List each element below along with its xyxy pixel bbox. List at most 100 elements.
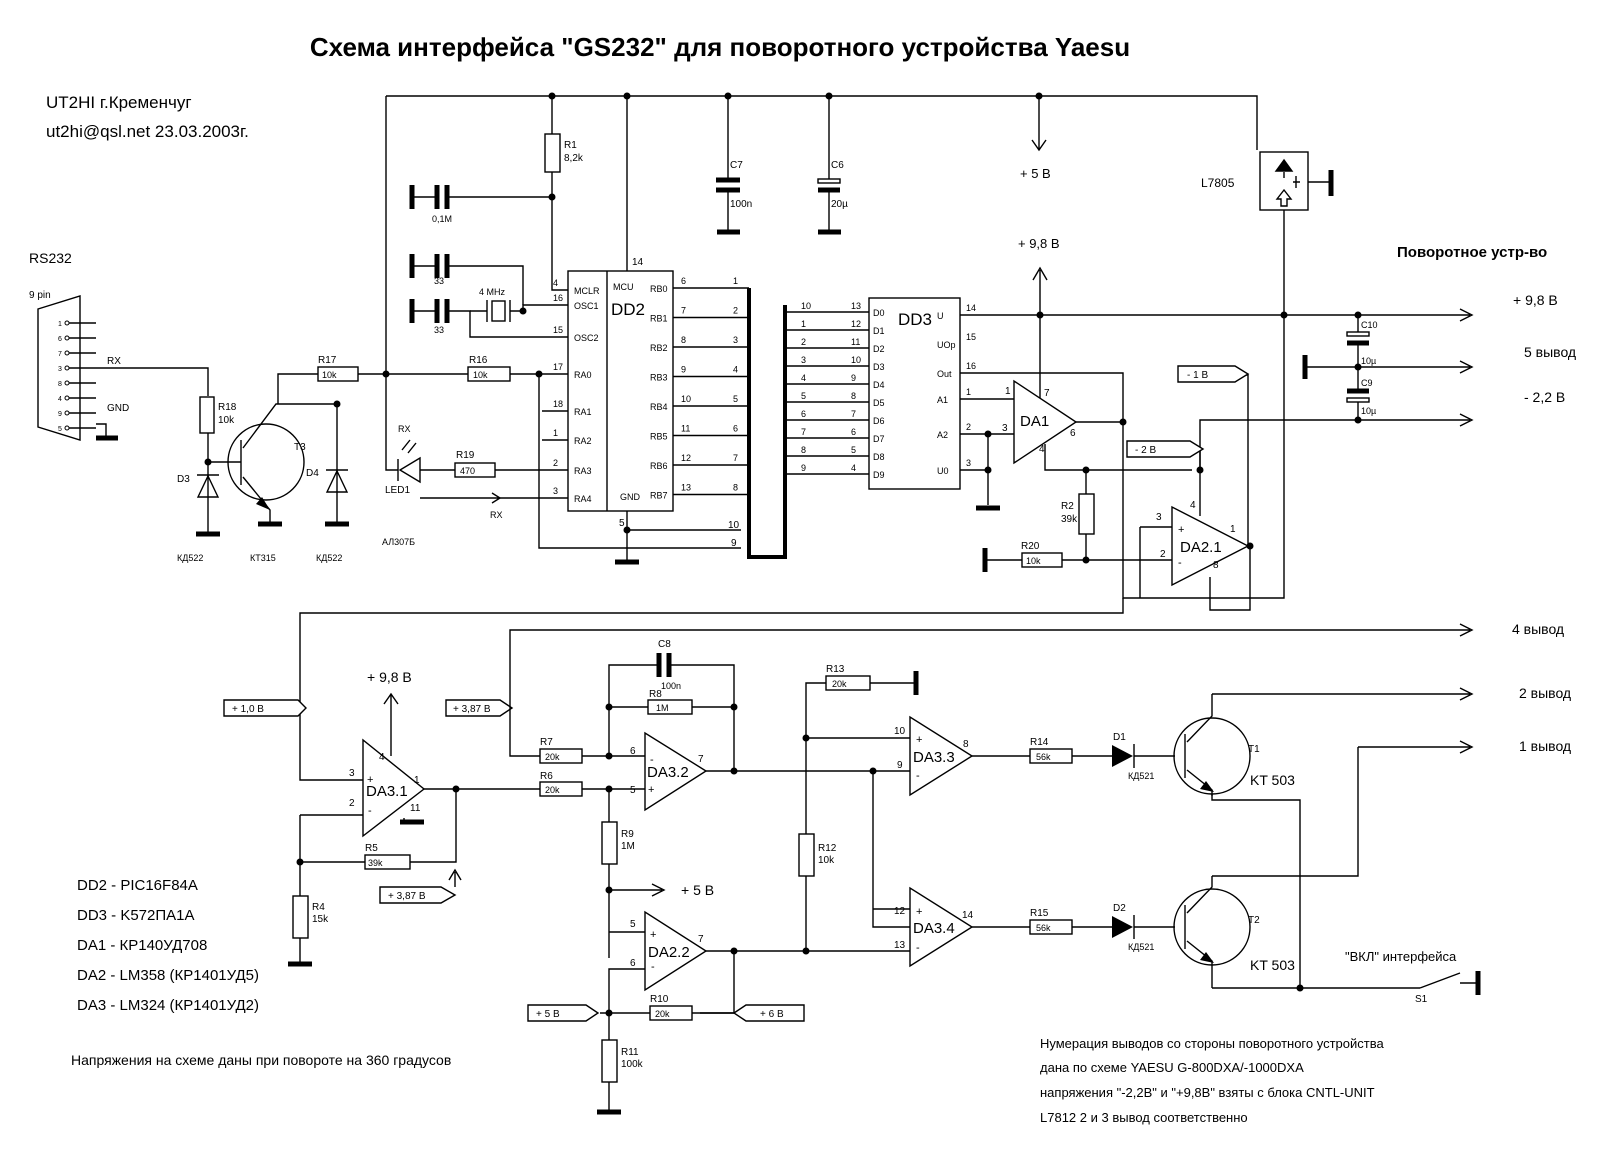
dd3-pin-name: D3 (873, 362, 885, 372)
svg-text:12: 12 (894, 906, 906, 917)
svg-text:DA3.2: DA3.2 (647, 764, 689, 781)
legend-item: DD2 - PIC16F84A (77, 877, 198, 894)
svg-text:D2: D2 (1113, 903, 1126, 914)
dd3-pin-number: 13 (851, 301, 861, 311)
dd3-pin-number: 14 (966, 303, 976, 313)
svg-text:R12: R12 (818, 843, 837, 854)
dd3-pin-number: 16 (966, 361, 976, 371)
dd3-pin-number: 8 (851, 391, 856, 401)
svg-text:14: 14 (962, 910, 974, 921)
legend-item: DD3 - K572ПА1А (77, 907, 195, 924)
dd3-pin-name: D9 (873, 470, 885, 480)
dd2-pin-name: MCLR (574, 286, 600, 296)
dd2-pin-number: 10 (681, 394, 691, 404)
svg-text:+ 5 В: + 5 В (681, 882, 714, 898)
bus-line-number: 2 (801, 337, 806, 347)
svg-text:- 1 В: - 1 В (1187, 370, 1208, 381)
svg-text:-: - (368, 805, 372, 817)
svg-text:+: + (648, 784, 654, 796)
svg-text:0,1M: 0,1M (432, 214, 452, 224)
dd2-pin-number: 4 (553, 278, 558, 288)
svg-text:RX: RX (490, 510, 503, 520)
svg-text:2: 2 (349, 798, 355, 809)
bus-line-number: 4 (733, 365, 738, 375)
svg-text:7: 7 (1044, 388, 1050, 399)
svg-text:- 2,2 В: - 2,2 В (1524, 389, 1565, 405)
svg-text:8: 8 (963, 739, 969, 750)
svg-text:- 2 В: - 2 В (1135, 445, 1156, 456)
dd2-pin-number: 8 (681, 335, 686, 345)
dd2-pin-name: RA0 (574, 370, 592, 380)
connector-pin-number: 9 (58, 411, 62, 418)
bus-line-number: 5 (733, 394, 738, 404)
svg-text:КТ315: КТ315 (250, 553, 276, 563)
svg-text:KT 503: KT 503 (1250, 772, 1295, 788)
da22-opamp (644, 910, 708, 992)
svg-text:1: 1 (414, 775, 420, 786)
svg-text:470: 470 (460, 466, 475, 476)
bus-line-number: 8 (733, 483, 738, 493)
svg-text:+: + (1178, 524, 1184, 536)
dd2-pin-name: RB7 (650, 491, 668, 501)
connector-pin-number: 4 (58, 396, 62, 403)
svg-text:R20: R20 (1021, 541, 1040, 552)
dd3-pin-name: D2 (873, 344, 885, 354)
dd3-pin-number: 5 (851, 445, 856, 455)
svg-text:13: 13 (894, 940, 906, 951)
svg-text:LED1: LED1 (385, 485, 410, 496)
dd3-pin-number: 3 (966, 458, 971, 468)
dd3-pin-number: 12 (851, 319, 861, 329)
bus-line-number: 9 (801, 463, 806, 473)
svg-text:DA3.3: DA3.3 (913, 749, 955, 766)
connector-pin-number: 8 (58, 381, 62, 388)
dd3-pin-number: 2 (966, 422, 971, 432)
svg-text:9: 9 (731, 538, 737, 549)
rs232-label: RS232 (29, 250, 72, 266)
da32-opamp (644, 731, 708, 812)
svg-text:KT 503: KT 503 (1250, 957, 1295, 973)
connector-pin-number: 1 (58, 321, 62, 328)
svg-text:39k: 39k (368, 858, 383, 868)
svg-text:+: + (650, 929, 656, 941)
svg-text:4: 4 (379, 752, 385, 763)
svg-text:C7: C7 (730, 160, 743, 171)
svg-text:33: 33 (434, 276, 444, 286)
svg-text:DA3.1: DA3.1 (366, 783, 408, 800)
svg-text:56k: 56k (1036, 923, 1051, 933)
svg-text:5: 5 (630, 919, 636, 930)
dd2-pin-name: OSC2 (574, 333, 599, 343)
dd3-pin-number: 4 (851, 463, 856, 473)
dd3-pin-name: D4 (873, 380, 885, 390)
svg-text:6: 6 (630, 746, 636, 757)
dd3-pin-name: A2 (937, 430, 948, 440)
dd2-label: DD2 (611, 300, 645, 319)
dd2-pin-name: RB4 (650, 402, 668, 412)
svg-text:+ 9,8 В: + 9,8 В (367, 669, 412, 685)
dd3-pin-name: UOp (937, 340, 956, 350)
svg-text:6: 6 (1070, 428, 1076, 439)
footnotes: Нумерация выводов со стороны поворотного… (1040, 1036, 1384, 1125)
svg-text:8,2k: 8,2k (564, 153, 584, 164)
svg-text:4 вывод: 4 вывод (1512, 621, 1564, 637)
svg-text:10µ: 10µ (1361, 356, 1376, 366)
svg-text:R8: R8 (649, 689, 662, 700)
svg-text:10µ: 10µ (1361, 406, 1376, 416)
svg-text:DA1: DA1 (1020, 413, 1049, 430)
svg-text:DA3.4: DA3.4 (913, 920, 955, 937)
bus-line-number: 7 (801, 427, 806, 437)
svg-text:КД521: КД521 (1128, 942, 1154, 952)
dd3-pin-number: 7 (851, 409, 856, 419)
svg-text:33: 33 (434, 325, 444, 335)
svg-text:R4: R4 (312, 902, 325, 913)
dd2-pin-name: RB5 (650, 432, 668, 442)
svg-text:+ 5 В: + 5 В (536, 1009, 560, 1020)
dd3-pin-name: U (937, 311, 944, 321)
dd2-pin-name: RB2 (650, 343, 668, 353)
plus5v-label: + 5 В (1020, 166, 1051, 181)
svg-text:20k: 20k (545, 785, 560, 795)
svg-text:R11: R11 (621, 1047, 639, 1058)
dd3-pin-name: D0 (873, 308, 885, 318)
svg-text:R9: R9 (621, 829, 634, 840)
svg-text:+ 3,87 В: + 3,87 В (388, 891, 426, 902)
svg-text:R1: R1 (564, 140, 577, 151)
